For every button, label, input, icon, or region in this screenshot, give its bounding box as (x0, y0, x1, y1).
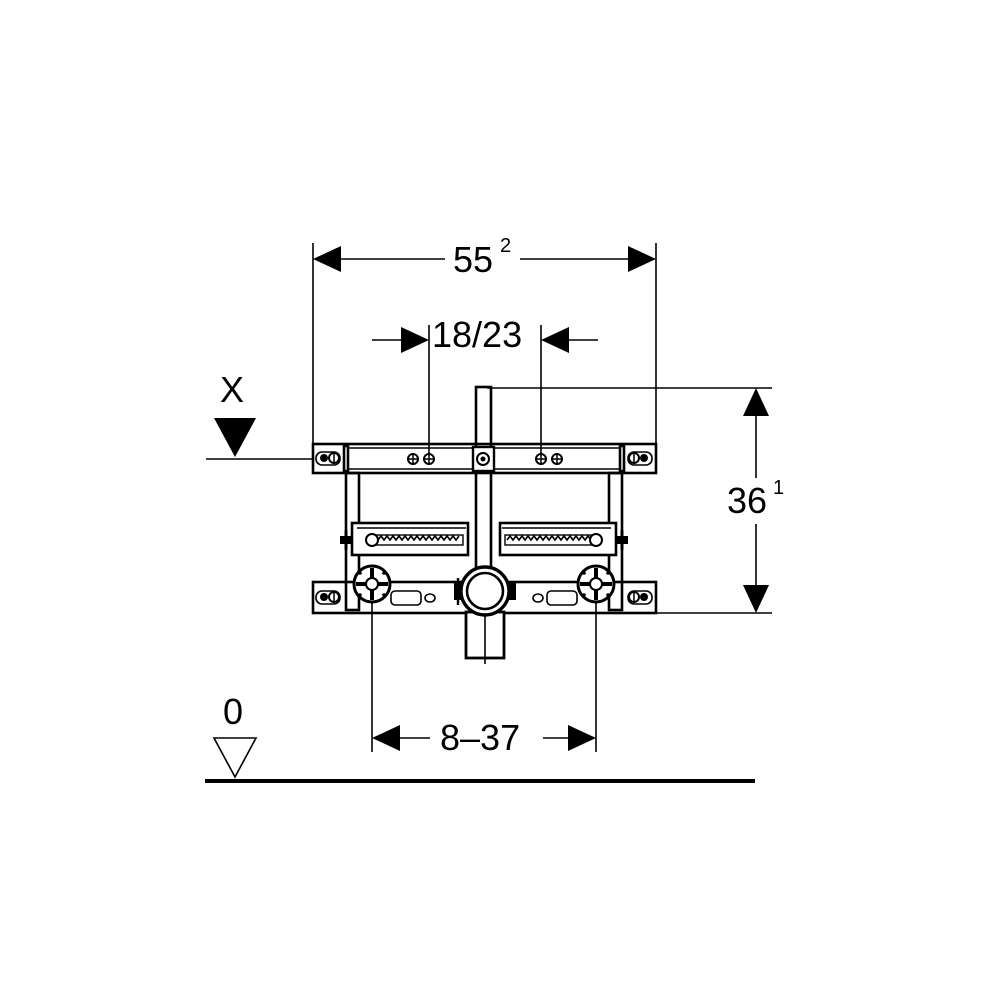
left-valve-connection (352, 564, 392, 604)
floor-level-triangle-icon (212, 737, 258, 779)
right-valve-connection (576, 564, 616, 604)
top-rail-end-right (618, 444, 626, 473)
bottom-rail-slot-left (390, 590, 422, 606)
spacing-label: 18/23 (432, 314, 522, 355)
top-rail (311, 442, 658, 475)
range-label: 8–37 (440, 717, 520, 758)
height-dimension: 36 1 (487, 387, 784, 614)
bottom-left-mounting-slot (315, 590, 341, 605)
top-right-mounting-slot (627, 451, 653, 466)
top-rail-center-bracket (471, 445, 496, 473)
top-rail-end-left (342, 444, 350, 473)
connection-range-dimension: 8–37 (371, 598, 597, 758)
spacing-arrow-left (401, 327, 429, 353)
supply-pipe (474, 385, 493, 579)
reference-x-triangle-icon (214, 418, 256, 457)
reference-x-marker: X (206, 369, 313, 460)
top-rail-screws-right (535, 453, 563, 465)
width-arrow-left (313, 246, 341, 272)
right-adjustment-bracket (498, 521, 628, 557)
spacing-arrow-right (541, 327, 569, 353)
width-arrow-right (628, 246, 656, 272)
drain-outlet (454, 565, 516, 664)
bottom-rail-slot-right (546, 590, 578, 606)
bottom-right-mounting-slot (627, 590, 653, 605)
bottom-rail-hole-right (532, 593, 544, 603)
width-dimension: 55 2 (312, 235, 657, 455)
floor-level-marker: 0 (205, 691, 755, 783)
top-rail-screws-left (407, 453, 435, 465)
height-label-superscript: 1 (773, 477, 784, 499)
installation-frame (311, 385, 658, 664)
width-label-superscript: 2 (500, 235, 511, 257)
top-left-mounting-slot (315, 451, 341, 466)
bottom-rail-hole-left (424, 593, 436, 603)
reference-x-label: X (220, 369, 244, 410)
range-arrow-right (568, 725, 596, 751)
axis-spacing-dimension: 18/23 (372, 314, 598, 458)
height-arrow-bottom (743, 585, 769, 613)
floor-level-label: 0 (223, 691, 243, 732)
width-label: 55 (453, 239, 493, 280)
left-adjustment-bracket (340, 521, 470, 557)
height-arrow-top (743, 388, 769, 416)
height-label: 36 (727, 480, 767, 521)
range-arrow-left (372, 725, 400, 751)
